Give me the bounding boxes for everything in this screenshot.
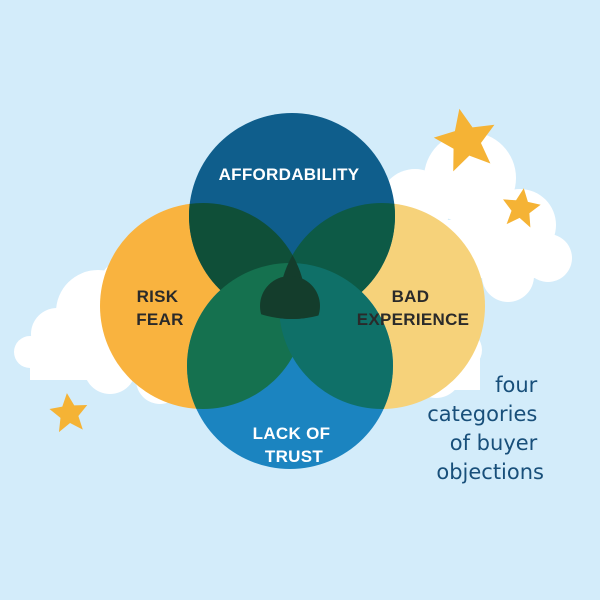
- caption-text: four categories of buyer objections: [427, 373, 544, 484]
- label-affordability: AFFORDABILITY: [219, 165, 360, 184]
- star-icon: [49, 393, 88, 433]
- overlap-center-core: [260, 276, 320, 319]
- label-lack-of-trust: LACK OF TRUST: [253, 424, 336, 466]
- label-bad-experience: BAD EXPERIENCE: [357, 287, 470, 329]
- label-risk-fear: RISK FEAR: [136, 287, 183, 329]
- star-icon: [503, 188, 541, 228]
- star-icon: [433, 108, 495, 172]
